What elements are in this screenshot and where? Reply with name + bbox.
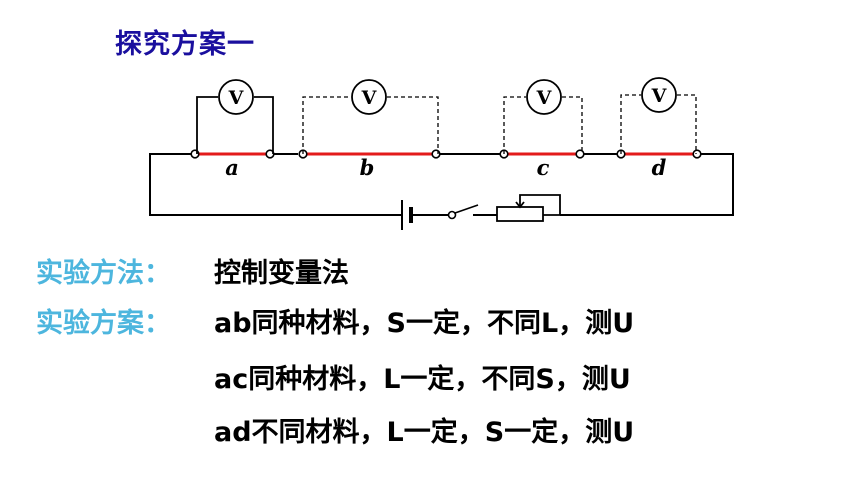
voltmeter-d (620, 77, 697, 154)
plan-item-3: ad不同材料，L一定，S一定，测U (214, 417, 635, 448)
outer-wires (149, 153, 734, 216)
plan-item-1: ab同种材料，S一定，不同L，测U (214, 308, 635, 339)
segment-label-c: c (537, 155, 550, 180)
page-title: 探究方案一 (115, 29, 255, 60)
segment-label-b: b (360, 155, 375, 180)
voltmeter-a (196, 79, 274, 154)
voltmeter-symbol: V (651, 85, 668, 107)
rheostat-symbol (496, 194, 561, 222)
battery-symbol (401, 200, 413, 230)
voltmeter-symbol: V (361, 87, 378, 109)
circuit-diagram: V V V V a b c d (149, 77, 734, 230)
switch-symbol (447, 204, 479, 220)
method-label: 实验方法： (36, 258, 171, 289)
voltmeter-c (503, 79, 583, 154)
method-value: 控制变量法 (214, 258, 349, 289)
segment-label-d: d (652, 155, 667, 180)
voltmeter-b (302, 79, 439, 154)
voltmeter-symbol: V (536, 87, 553, 109)
plan-item-2: ac同种材料，L一定，不同S，测U (214, 364, 631, 395)
plan-label: 实验方案： (36, 308, 171, 339)
voltmeter-symbol: V (228, 87, 245, 109)
segment-label-a: a (225, 155, 239, 180)
